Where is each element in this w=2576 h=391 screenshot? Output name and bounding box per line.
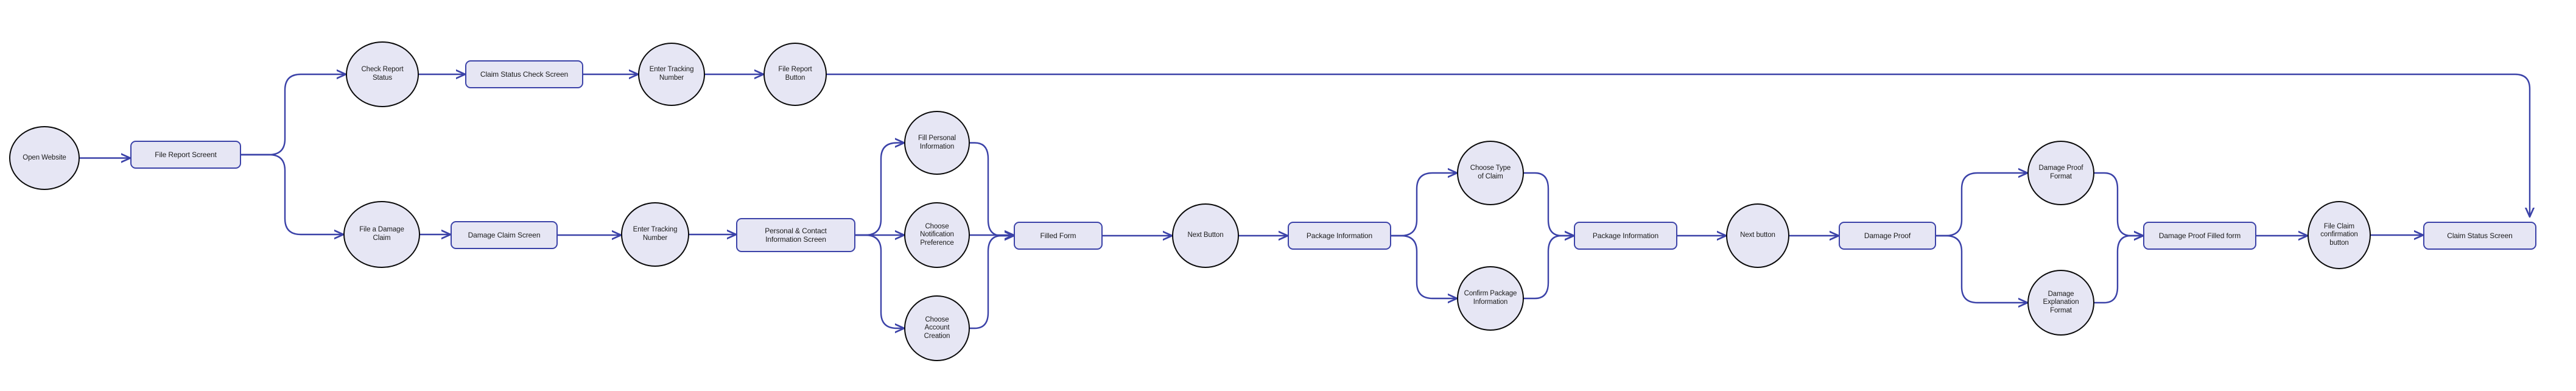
node-next-button-2[interactable]: Next button <box>1726 203 1789 268</box>
node-filled-form[interactable]: Filled Form <box>1014 222 1103 250</box>
edge-e22 <box>1523 236 1574 300</box>
node-damage-proof-filled[interactable]: Damage Proof Filled form <box>2143 222 2256 250</box>
edge-e27 <box>2093 172 2143 236</box>
node-damage-claim-screen[interactable]: Damage Claim Screen <box>451 221 558 249</box>
node-personal-contact[interactable]: Personal & Contact Information Screen <box>736 218 855 252</box>
node-package-info-2[interactable]: Package Information <box>1574 222 1677 250</box>
edges-group <box>79 73 2530 329</box>
edge-e20 <box>1390 234 1457 298</box>
edge-e7 <box>240 153 343 234</box>
edge-e2 <box>240 74 346 156</box>
node-choose-type-claim[interactable]: Choose Type of Claim <box>1457 141 1524 205</box>
node-package-info-1[interactable]: Package Information <box>1288 222 1391 250</box>
edge-e13 <box>854 234 904 328</box>
node-damage-proof-format[interactable]: Damage Proof Format <box>2027 141 2094 205</box>
edge-e19 <box>1390 173 1457 237</box>
node-confirm-package[interactable]: Confirm Package Information <box>1457 266 1524 331</box>
node-file-report-button[interactable]: File Report Button <box>763 43 827 106</box>
node-file-damage-claim[interactable]: File a Damage Claim <box>343 201 420 268</box>
node-enter-tracking-2[interactable]: Enter Tracking Number <box>621 202 689 267</box>
node-check-report-status[interactable]: Check Report Status <box>346 41 419 107</box>
edge-e16 <box>969 236 1014 329</box>
node-damage-expl-format[interactable]: Damage Explanation Format <box>2027 270 2094 336</box>
node-claim-status-screen[interactable]: Claim Status Screen <box>2423 222 2536 250</box>
edge-e26 <box>1935 234 2027 303</box>
edge-e6 <box>826 73 2530 217</box>
edge-e11 <box>854 143 904 236</box>
node-damage-proof[interactable]: Damage Proof <box>1839 222 1936 250</box>
node-open-website[interactable]: Open Website <box>9 126 80 190</box>
node-choose-account[interactable]: Choose Account Creation <box>904 295 970 361</box>
edge-e14 <box>969 142 1014 236</box>
edge-e21 <box>1523 172 1574 236</box>
edge-e28 <box>2093 236 2143 304</box>
node-file-report-screent[interactable]: File Report Screent <box>130 141 241 169</box>
node-enter-tracking-1[interactable]: Enter Tracking Number <box>638 43 705 106</box>
node-next-button-1[interactable]: Next Button <box>1172 203 1239 268</box>
node-fill-personal-info[interactable]: Fill Personal Information <box>904 111 970 175</box>
edge-e25 <box>1935 173 2027 237</box>
node-file-claim-confirm[interactable]: File Claim confirmation button <box>2308 201 2371 269</box>
node-claim-status-check[interactable]: Claim Status Check Screen <box>465 60 583 88</box>
node-choose-notif-pref[interactable]: Choose Notification Preference <box>904 202 970 268</box>
